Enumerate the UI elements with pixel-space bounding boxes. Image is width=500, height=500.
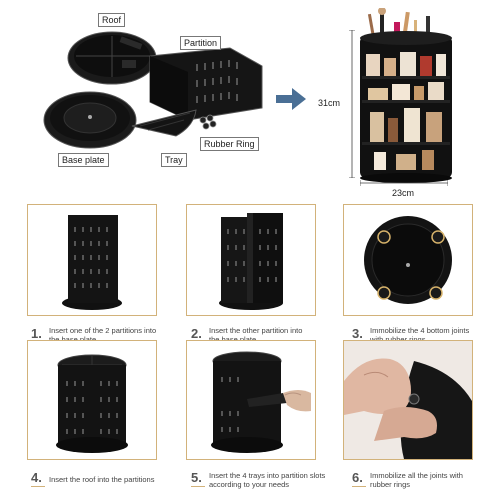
step-5-image-frame — [186, 340, 316, 460]
step-5-number: 5. — [191, 470, 205, 487]
step-4-text: Insert the roof into the partitions — [49, 475, 155, 484]
height-label: 31cm — [318, 98, 341, 108]
roof-part — [67, 31, 157, 85]
parts-diagram — [0, 0, 270, 175]
partition-part — [149, 47, 263, 121]
assembled-organizer-image — [356, 8, 456, 184]
label-partition: Partition — [180, 36, 222, 50]
label-base-plate: Base plate — [58, 153, 109, 167]
width-dimension-line — [360, 180, 448, 186]
tray-part — [131, 109, 197, 137]
label-roof: Roof — [98, 13, 126, 27]
step-3-number: 3. — [352, 326, 366, 343]
step-2-number: 2. — [191, 326, 205, 343]
step-6-image-frame — [343, 340, 473, 460]
step-1-image-frame — [27, 204, 157, 316]
label-tray: Tray — [161, 153, 187, 167]
step-3-image-frame — [343, 204, 473, 316]
step-4-image-frame — [27, 340, 157, 460]
step-4-number: 4. — [31, 470, 45, 487]
width-label: 23cm — [392, 188, 415, 198]
step-6-number: 6. — [352, 470, 366, 487]
arrow-icon — [276, 88, 306, 110]
step-1-number: 1. — [31, 326, 45, 343]
height-dimension-line — [349, 30, 355, 178]
rubber-ring-part — [199, 114, 217, 130]
step-2-image-frame — [186, 204, 316, 316]
label-rubber-ring: Rubber Ring — [200, 137, 259, 151]
base-plate-part — [43, 91, 137, 149]
